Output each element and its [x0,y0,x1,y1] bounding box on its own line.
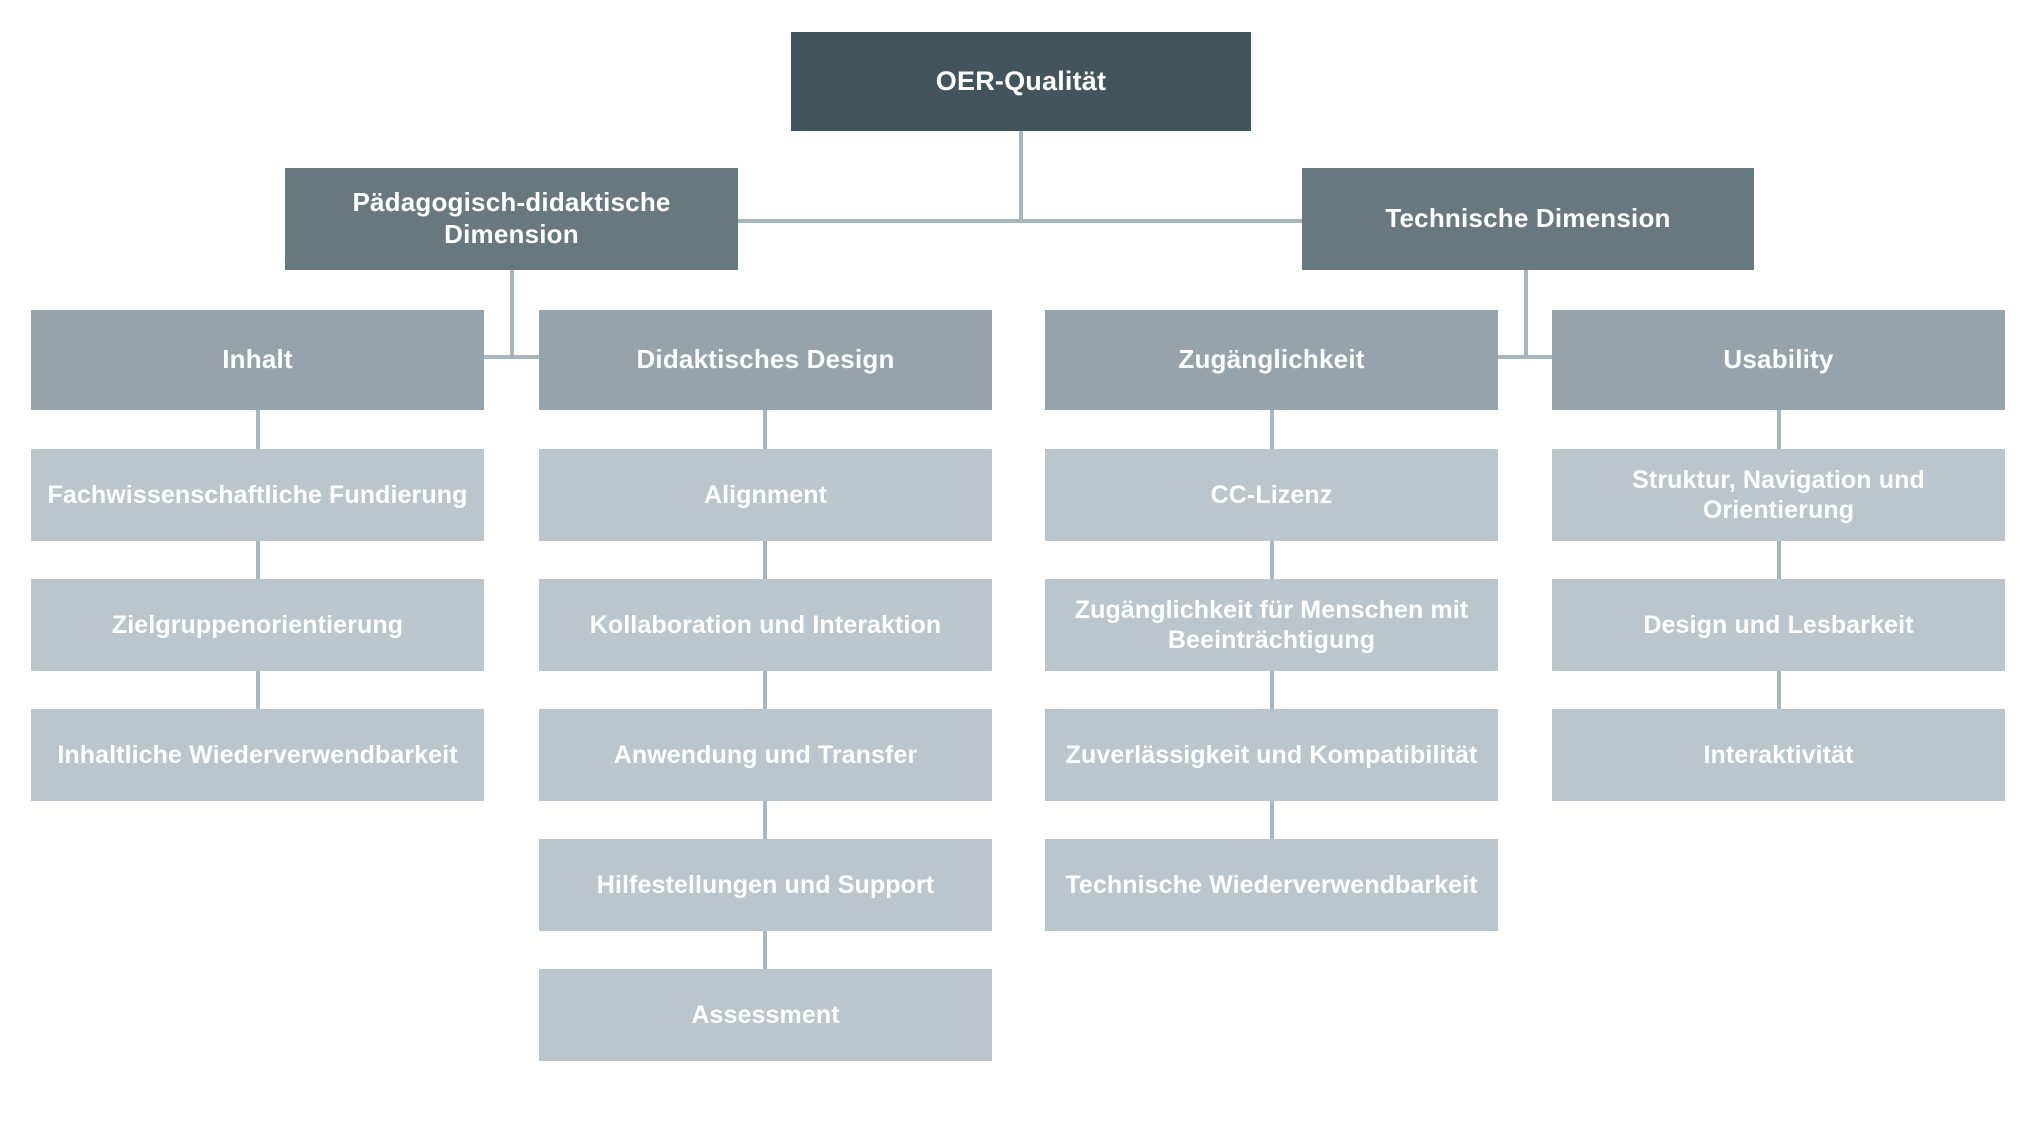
node-criterion-zugaenglichkeit-3[interactable]: Zuverlässigkeit und Kompatibilität [1045,709,1498,801]
connector-paedagogisch-bus [258,355,770,359]
connector-col3-spine-4 [1270,800,1274,840]
node-technische-dimension[interactable]: Technische Dimension [1302,168,1754,270]
node-criterion-didaktisches-design-4[interactable]: Hilfestellungen und Support [539,839,992,931]
connector-col3-spine-2 [1270,540,1274,580]
node-criterion-usability-1[interactable]: Struktur, Navigation und Orientierung [1552,449,2005,541]
connector-col4-spine [1777,410,1781,450]
connector-col4-spine-3 [1777,670,1781,710]
connector-col2-spine [763,410,767,450]
node-category-usability[interactable]: Usability [1552,310,2005,410]
node-criterion-inhalt-2[interactable]: Zielgruppenorientierung [31,579,484,671]
connector-col3-spine [1270,410,1274,450]
node-criterion-didaktisches-design-2[interactable]: Kollaboration und Interaktion [539,579,992,671]
node-category-didaktisches-design[interactable]: Didaktisches Design [539,310,992,410]
connector-col2-spine-5 [763,930,767,970]
node-criterion-zugaenglichkeit-4[interactable]: Technische Wiederverwendbarkeit [1045,839,1498,931]
node-oer-qualitaet[interactable]: OER-Qualität [791,32,1251,131]
connector-paedagogisch-down [510,270,514,359]
connector-col1-spine-3 [256,670,260,710]
node-criterion-didaktisches-design-5[interactable]: Assessment [539,969,992,1061]
connector-col2-spine-3 [763,670,767,710]
connector-col1-spine [256,410,260,450]
connector-col1-spine-2 [256,540,260,580]
node-paedagogisch-didaktische-dimension[interactable]: Pädagogisch-didaktische Dimension [285,168,738,270]
connector-col4-spine-2 [1777,540,1781,580]
connector-technische-down [1524,270,1528,359]
node-criterion-zugaenglichkeit-2[interactable]: Zugänglichkeit für Menschen mit Beeinträ… [1045,579,1498,671]
node-criterion-didaktisches-design-3[interactable]: Anwendung und Transfer [539,709,992,801]
connector-technische-bus [1272,355,1784,359]
connector-root-down [1019,131,1023,221]
node-criterion-inhalt-1[interactable]: Fachwissenschaftliche Fundierung [31,449,484,541]
connector-col2-spine-4 [763,800,767,840]
node-criterion-usability-3[interactable]: Interaktivität [1552,709,2005,801]
node-criterion-inhalt-3[interactable]: Inhaltliche Wiederverwendbarkeit [31,709,484,801]
node-criterion-didaktisches-design-1[interactable]: Alignment [539,449,992,541]
node-category-zugaenglichkeit[interactable]: Zugänglichkeit [1045,310,1498,410]
connector-col2-spine-2 [763,540,767,580]
node-criterion-zugaenglichkeit-1[interactable]: CC-Lizenz [1045,449,1498,541]
node-criterion-usability-2[interactable]: Design und Lesbarkeit [1552,579,2005,671]
connector-col3-spine-3 [1270,670,1274,710]
node-category-inhalt[interactable]: Inhalt [31,310,484,410]
connector-dimension-bus [738,219,1302,223]
